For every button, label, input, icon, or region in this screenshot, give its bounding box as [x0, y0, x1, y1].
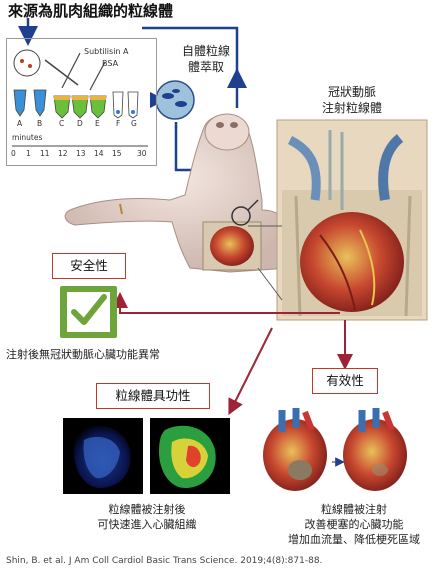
tube-label-e: E	[95, 119, 100, 128]
safety-tag: 安全性	[52, 253, 126, 279]
protocol-panel-art	[12, 49, 148, 147]
time-tick: 0	[11, 149, 16, 158]
arrow-to-safety	[112, 292, 340, 314]
function-tag: 粒線體具功性	[96, 383, 210, 409]
extraction-circle	[155, 80, 195, 120]
zoom-connector-bottom	[257, 267, 283, 301]
time-axis-label: minutes	[12, 133, 43, 142]
arrow-return-line	[142, 26, 239, 82]
arrow-to-function	[228, 327, 273, 416]
reagent-subtilisin: Subtilisin A	[84, 47, 129, 56]
tube-label-d: D	[77, 119, 83, 128]
check-box	[60, 286, 117, 338]
injection-label: 冠狀動脈 注射粒線體	[321, 85, 382, 115]
tube-label-g: G	[131, 119, 137, 128]
tube-label-f: F	[116, 119, 121, 128]
time-tick: 12	[58, 149, 68, 158]
extraction-label: 自體粒線 體萃取	[181, 44, 230, 74]
time-tick: 11	[40, 149, 50, 158]
protocol-panel	[6, 38, 157, 166]
function-caption: 粒線體被注射後 可快速進入心臟組織	[97, 503, 197, 531]
time-tick: 13	[76, 149, 86, 158]
time-tick: 14	[94, 149, 104, 158]
pig-heart	[202, 199, 262, 271]
tube-label-a: A	[17, 119, 23, 128]
efficacy-caption: 粒線體被注射 改善梗塞的心臟功能 增加血流量、降低梗死區域	[288, 503, 420, 546]
citation: Shin, B. et al. J Am Coll Cardiol Basic …	[6, 556, 323, 566]
time-tick: 30	[137, 149, 147, 158]
reagent-bsa: BSA	[102, 59, 119, 68]
efficacy-hearts	[263, 408, 407, 491]
tube-label-c: C	[59, 119, 65, 128]
pet-images	[63, 418, 230, 494]
large-heart-panel	[276, 119, 428, 321]
page-title: 來源為肌肉組織的粒線體	[8, 2, 174, 20]
time-tick: 15	[112, 149, 122, 158]
tube-label-b: B	[37, 119, 43, 128]
efficacy-tag: 有效性	[312, 368, 378, 394]
safety-result: 注射後無冠狀動脈心臟功能異常	[6, 348, 160, 361]
time-tick: 1	[26, 149, 31, 158]
